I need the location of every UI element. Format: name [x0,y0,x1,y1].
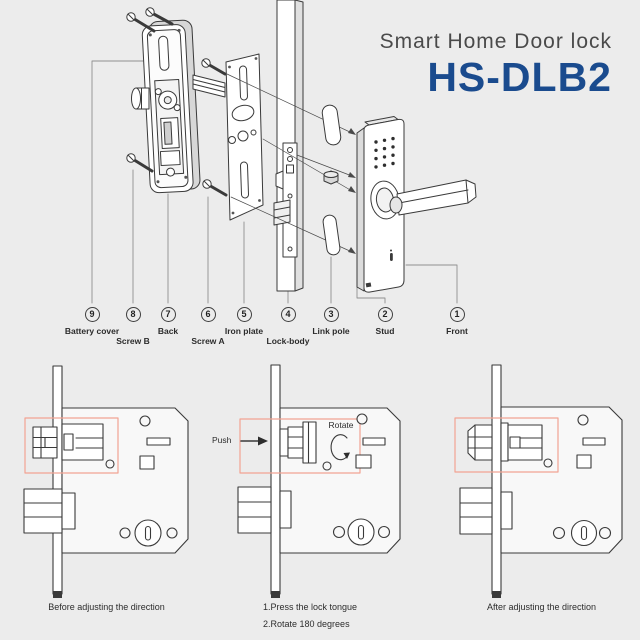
product-subtitle: Smart Home Door lock [379,30,612,53]
part-number-badge: 6 [200,307,216,322]
part-number-badge: 7 [160,307,176,322]
spindle-shaft [192,74,226,98]
front-unit-stud-mark [365,282,372,288]
part-callout-iron-plate: 5 Iron plate [199,304,289,336]
highlight-box [454,417,559,473]
deadbolt-after [459,487,513,535]
screw-b-bottom-icon [126,153,154,173]
caption-before: Before adjusting the direction [48,602,165,612]
latch-retracted [279,421,317,464]
link-poles [321,104,342,256]
keyhole-after [552,519,612,547]
back-unit [141,19,201,194]
rotate-arrow-icon [330,434,350,461]
part-label: Iron plate [224,326,264,336]
part-callout-back: 7 Back [123,304,213,336]
part-number-badge: 5 [236,307,252,322]
part-callout-battery-cover: 9 Battery cover [47,304,137,336]
iron-plate [225,53,264,221]
caption-after: After adjusting the direction [486,602,597,612]
caption-step2: 2.Rotate 180 degrees [263,619,350,629]
part-number-badge: 3 [323,307,339,322]
part-callout-front: 1 Front [412,304,502,336]
part-label: Screw A [191,336,225,346]
highlight-box [239,418,361,474]
keyhole-middle [332,518,391,546]
part-number-badge: 1 [449,307,465,322]
door-handle [389,179,477,216]
part-callout-screw-b: 8 Screw B [88,304,178,346]
caption-step1: 1.Press the lock tongue [263,602,358,612]
part-callout-stud: 2 Stud [340,304,430,336]
part-label: Battery cover [64,326,120,336]
deadbolt-middle [237,486,292,534]
diagram-press-rotate [237,364,401,598]
keyhole-before [119,519,178,547]
latch-flipped [467,422,543,462]
part-number-badge: 4 [280,307,296,322]
highlight-box [24,417,119,474]
diagram-before [23,365,189,598]
screw-a-icons [201,58,228,197]
latch-extended [32,423,104,461]
screw-b-top-icons [126,7,174,33]
part-callout-screw-a: 6 Screw A [163,304,253,346]
rotate-label: Rotate [328,420,354,430]
part-number-badge: 8 [125,307,141,322]
deadbolt [273,199,291,226]
part-label: Link pole [312,326,350,336]
push-label: Push [212,435,232,445]
part-label: Back [157,326,179,336]
part-label: Lock-body [266,336,310,346]
part-number-badge: 9 [84,307,100,322]
part-label: Stud [375,326,395,336]
part-callout-lock-body: 4 Lock-body [243,304,333,346]
lock-body-strip [273,142,298,258]
iron-plate-corner-dots [228,57,261,215]
back-unit-corner-screw-dots [148,28,188,184]
latch-tongue [275,170,284,190]
keyhole-icon [390,249,393,261]
back-unit-knob [131,87,150,110]
part-number-badge: 2 [377,307,393,322]
stud-nut [323,170,339,185]
keypad-dots [374,136,395,169]
deadbolt-before [23,488,76,534]
product-model: HS-DLB2 [427,54,612,100]
part-label: Screw B [116,336,150,346]
title-block: Smart Home Door lock HS-DLB2 [380,30,612,98]
part-label: Front [446,326,468,336]
back-unit-mechanism [154,79,185,177]
front-unit [356,116,477,293]
part-callout-link-pole: 3 Link pole [286,304,376,336]
diagram-after [454,364,623,598]
push-arrow-icon [240,436,268,446]
